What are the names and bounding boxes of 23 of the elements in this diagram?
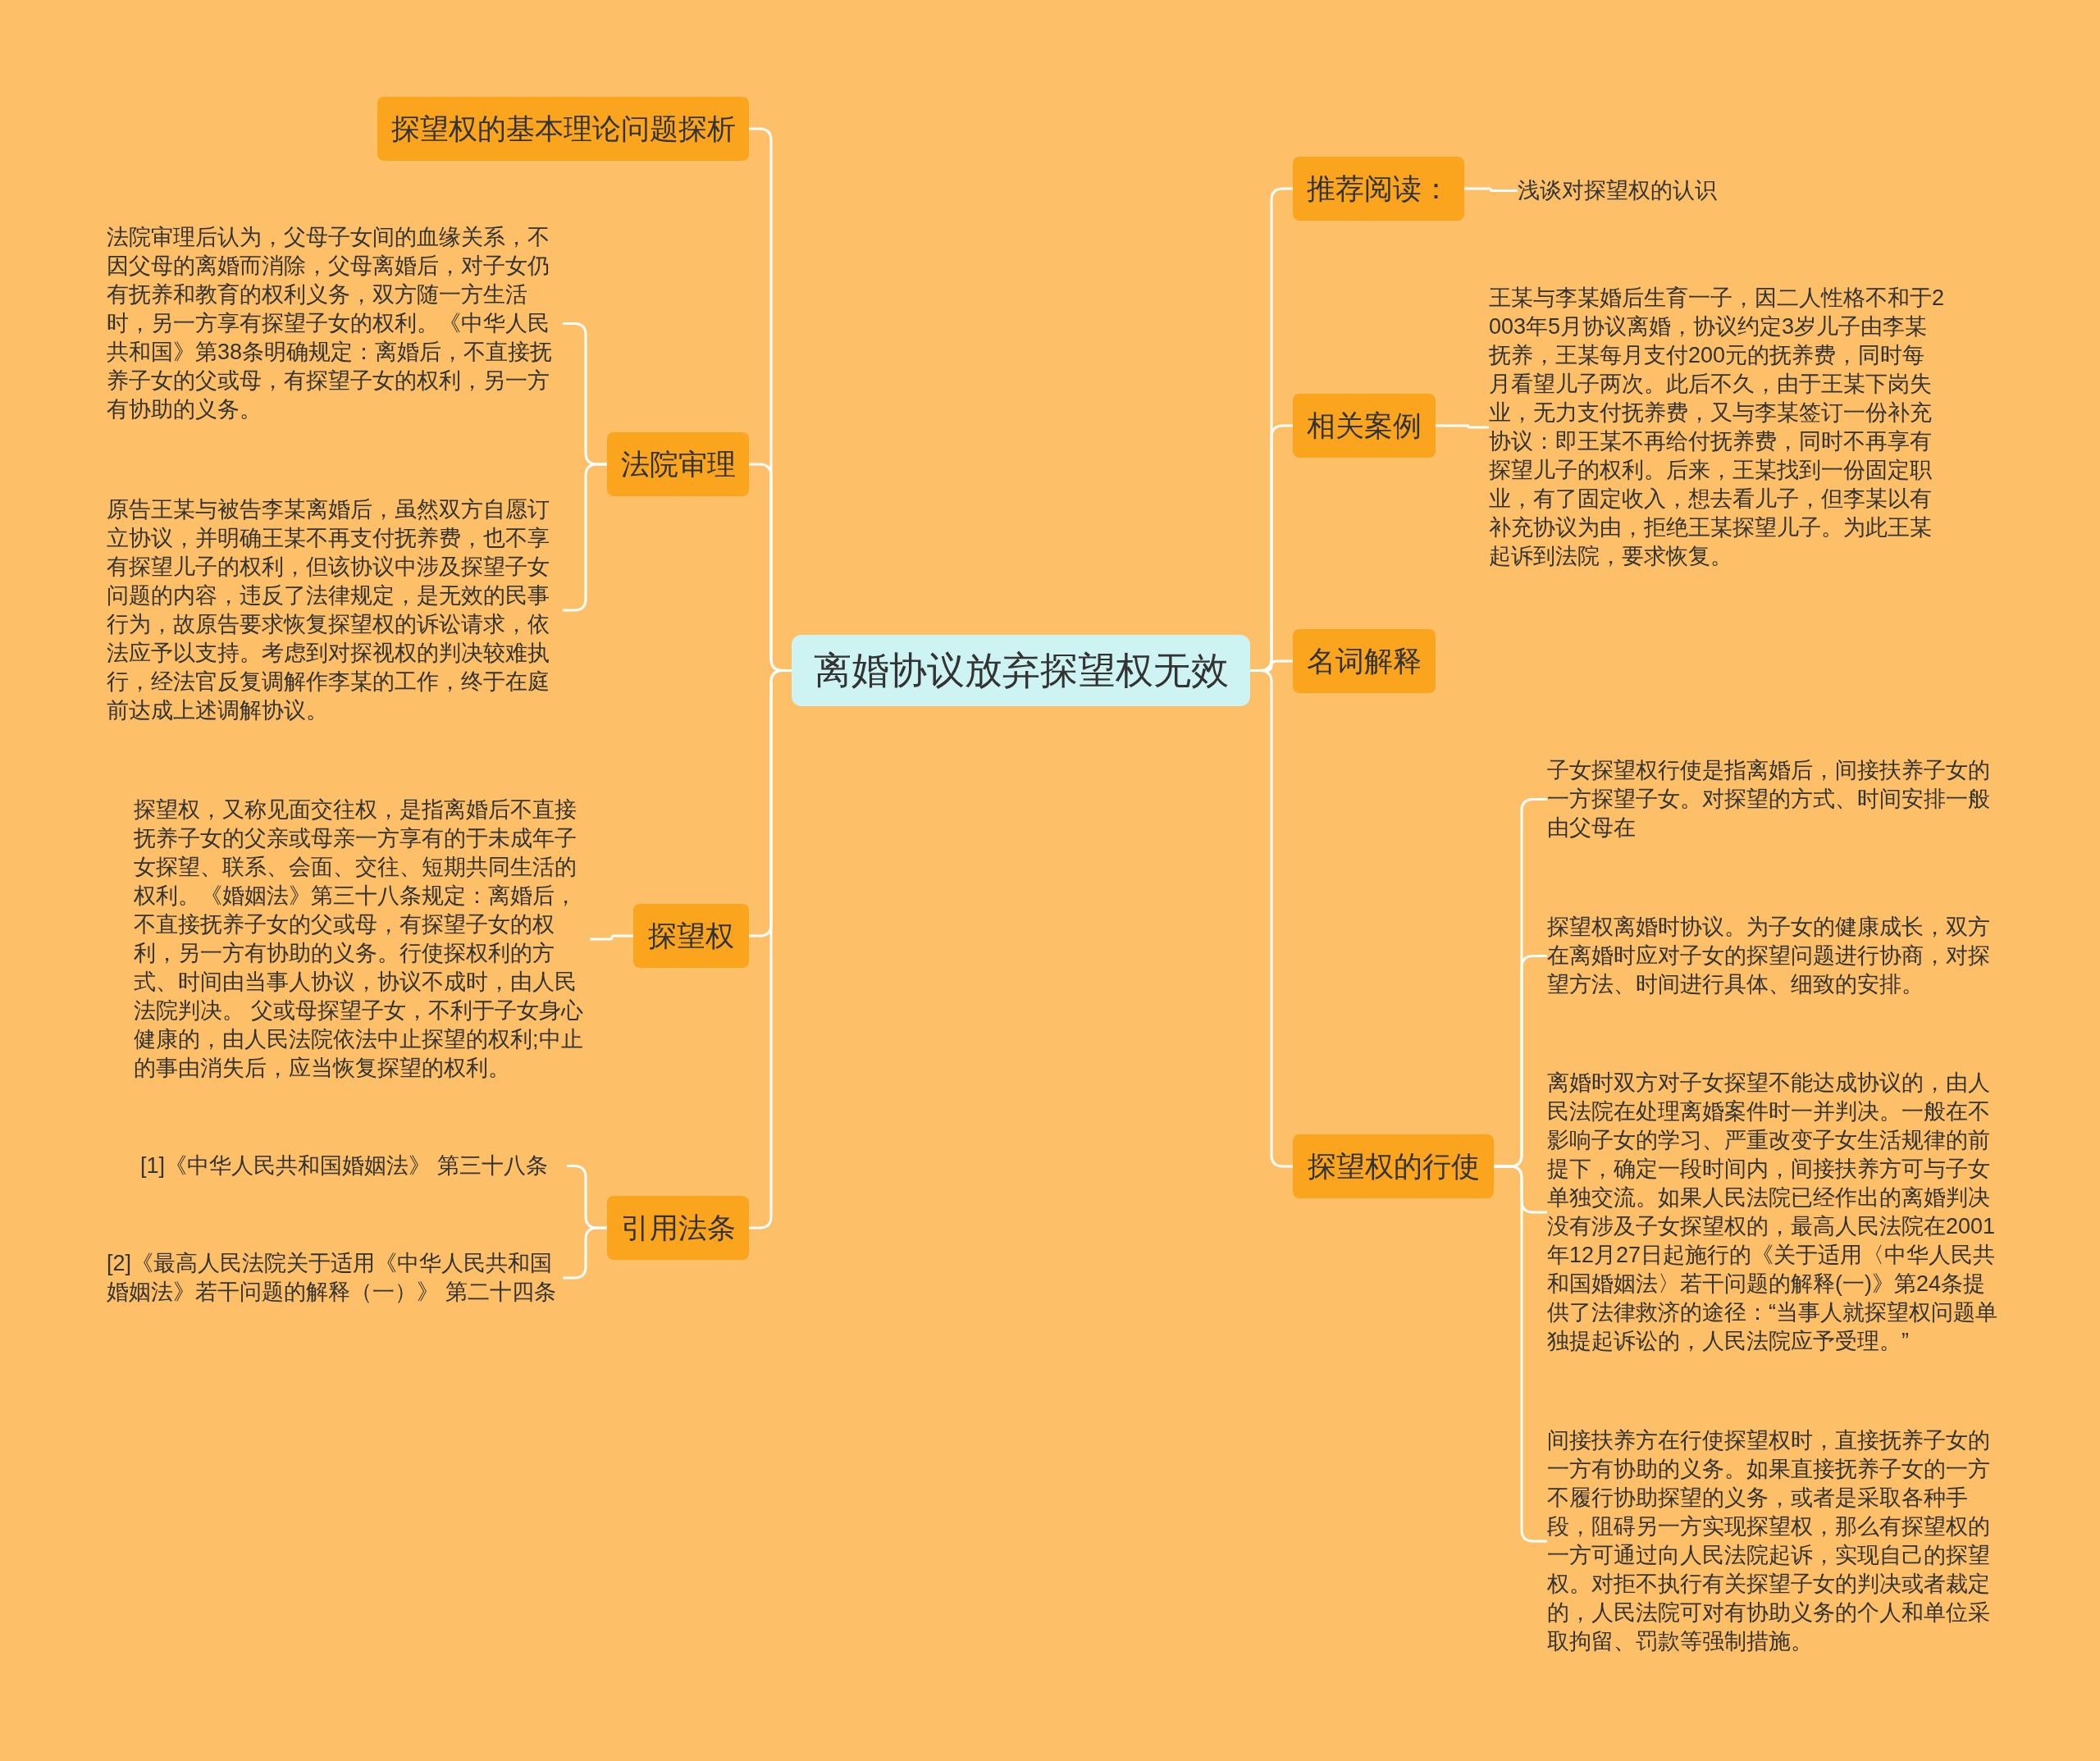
note-text: 法院审理后认为，父母子女间的血缘关系，不因父母的离婚而消除，父母离婚后，对子女仍有抚养和教育的权利义务，双方随一方生活时，另一方享有探望子女的权利。《中华人民共和国》第38条明确规定：离婚后，不直接抚养子女的父或母，有探望子女的权利，另一方有协助的义务。 bbox=[107, 223, 563, 424]
branch-topic-box: 名词解释 bbox=[1293, 629, 1436, 693]
note-text: 浅谈对探望权的认识 bbox=[1518, 176, 1764, 205]
note-text: 间接扶养方在行使探望权时，直接抚养子女的一方有协助的义务。如果直接抚养子女的一方不履行协助探望的义务，或者是采取各种手段，阻碍另一方实现探望权，那么有探望权的一方可通过向人民法院起诉，实现自己的探望权。对拒不执行有关探望子女的判决或者裁定的，人民法院可对有协助义务的个人和单位采取拘留、罚款等强制措施。 bbox=[1547, 1426, 2003, 1656]
branch-topic-box: 探望权的行使 bbox=[1293, 1134, 1494, 1198]
branch-topic-box: 相关案例 bbox=[1293, 394, 1436, 458]
note-text: 离婚时双方对子女探望不能达成协议的，由人民法院在处理离婚案件时一并判决。一般在不影响子女的学习、严重改变子女生活规律的前提下，确定一段时间内，间接扶养方可与子女单独交流。如果人民法院已经作出的离婚判决没有涉及子女探望权的，最高人民法院在2001年12月27日起施行的《关于适用〈中华人民共和国婚姻法〉若干问题的解释(一)》第24条提供了法律救济的途径：“当事人就探望权问题单独提起诉讼的，人民法院应予受理。” bbox=[1547, 1069, 2003, 1356]
note-text: 原告王某与被告李某离婚后，虽然双方自愿订立协议，并明确王某不再支付抚养费，也不享有探望儿子的权利，但该协议中涉及探望子女问题的内容，违反了法律规定，是无效的民事行为，故原告要求恢复探望权的诉讼请求，依法应予以支持。考虑到对探视权的判决较难执行，经法官反复调解作李某的工作，终于在庭前达成上述调解协议。 bbox=[107, 495, 563, 725]
branch-topic-box: 推荐阅读： bbox=[1293, 157, 1464, 221]
root-topic-box: 离婚协议放弃探望权无效 bbox=[792, 635, 1250, 707]
note-text: 子女探望权行使是指离婚后，间接扶养子女的一方探望子女。对探望的方式、时间安排一般由父母在 bbox=[1547, 756, 2003, 842]
note-text: [1]《中华人民共和国婚姻法》 第三十八条 bbox=[140, 1152, 567, 1180]
connector-line bbox=[590, 934, 633, 941]
branch-topic-box: 法院审理 bbox=[607, 432, 749, 496]
note-text: 探望权，又称见面交往权，是指离婚后不直接抚养子女的父亲或母亲一方享有的于未成年子女探望、联系、会面、交往、短期共同生活的权利。《婚姻法》第三十八条规定：离婚后，不直接抚养子女的父或母，有探望子女的权利，另一方有协助的义务。行使探权利的方式、时间由当事人协议，协议不成时，由人民法院判决。 父或母探望子女，不利于子女身心健康的，由人民法院依法中止探望的权利;中止的事由消失后，应当恢复探望的权利。 bbox=[134, 796, 590, 1083]
note-text: [2]《最高人民法院关于适用《中华人民共和国婚姻法》若干问题的解释（一）》 第二十四条 bbox=[107, 1249, 563, 1307]
note-text: 王某与李某婚后生育一子，因二人性格不和于2003年5月协议离婚，协议约定3岁儿子由李某抚养，王某每月支付200元的抚养费，同时每月看望儿子两次。此后不久，由于王某下岗失业，无力支付抚养费，又与李某签订一份补充协议：即王某不再给付抚养费，同时不再享有探望儿子的权利。后来，王某找到一份固定职业，有了固定收入，想去看儿子，但李某以有补充协议为由，拒绝王某探望儿子。为此王某起诉到法院，要求恢复。 bbox=[1489, 284, 1945, 571]
branch-topic-box: 探望权 bbox=[633, 904, 749, 968]
connector-line bbox=[1464, 187, 1518, 192]
note-text: 探望权离婚时协议。为子女的健康成长，双方在离婚时应对子女的探望问题进行协商，对探望方法、时间进行具体、细致的安排。 bbox=[1547, 913, 2003, 999]
branch-topic-box: 引用法条 bbox=[607, 1196, 749, 1260]
branch-topic-box: 探望权的基本理论问题探析 bbox=[377, 97, 749, 161]
connector-line bbox=[1436, 424, 1489, 429]
